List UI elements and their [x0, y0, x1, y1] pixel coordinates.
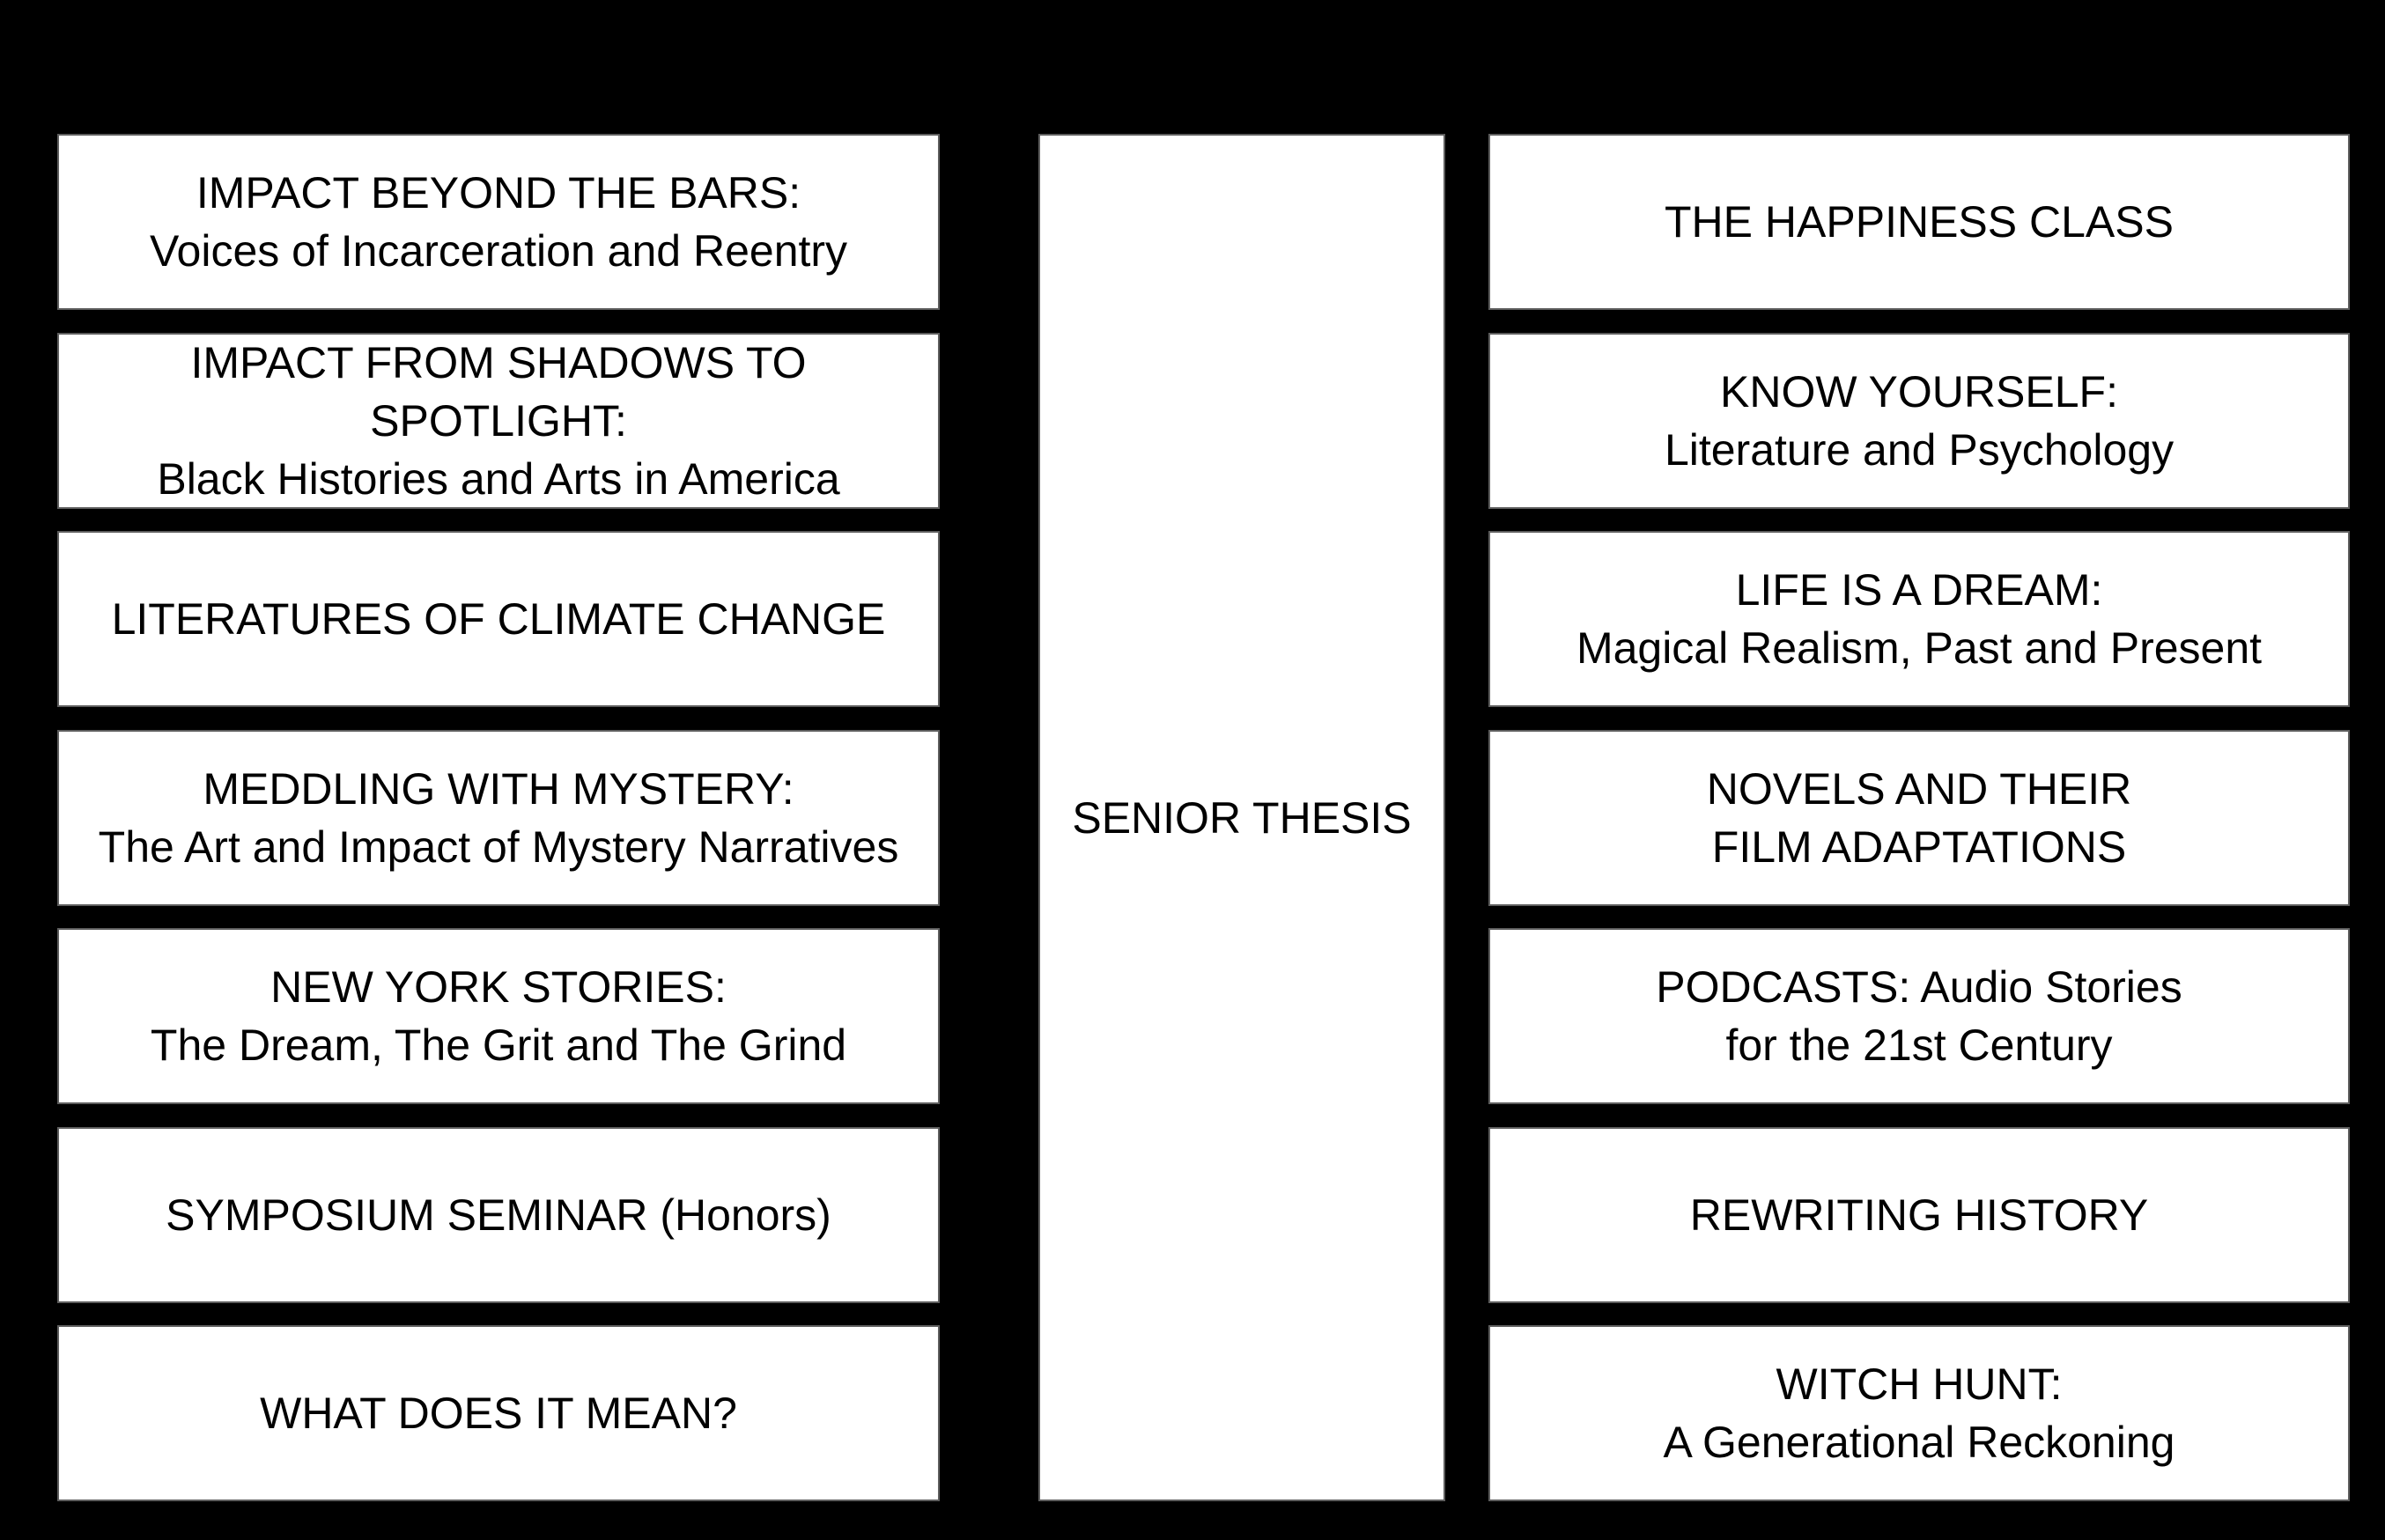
- course-box-what-does-it-mean: WHAT DOES IT MEAN?: [57, 1325, 940, 1501]
- course-subtitle-line: for the 21st Century: [1725, 1021, 2113, 1070]
- column-middle-senior-thesis: SENIOR THESIS: [1038, 134, 1445, 1501]
- course-title-line: SPOTLIGHT:: [370, 395, 627, 446]
- course-box-witch-hunt: WITCH HUNT: A Generational Reckoning: [1488, 1325, 2350, 1501]
- course-title-line: FILM ADAPTATIONS: [1711, 822, 2127, 872]
- course-subtitle-line: A Generational Reckoning: [1663, 1418, 2175, 1467]
- course-subtitle-line: Voices of Incarceration and Reentry: [149, 226, 848, 276]
- course-title-line: PODCASTS: Audio Stories: [1656, 962, 2182, 1012]
- course-title-line: WITCH HUNT:: [1776, 1359, 2063, 1409]
- course-box-novels-and-their-film-adaptations: NOVELS AND THEIR FILM ADAPTATIONS: [1488, 729, 2350, 906]
- course-title-line: SENIOR THESIS: [1072, 792, 1412, 843]
- course-title-line: THE HAPPINESS CLASS: [1665, 197, 2174, 247]
- course-title-line: IMPACT FROM SHADOWS TO: [190, 337, 807, 387]
- course-box-senior-thesis: SENIOR THESIS: [1038, 134, 1445, 1501]
- course-box-impact-from-shadows-to-spotlight: IMPACT FROM SHADOWS TO SPOTLIGHT: Black …: [57, 332, 940, 509]
- course-box-new-york-stories: NEW YORK STORIES: The Dream, The Grit an…: [57, 928, 940, 1104]
- column-left-electives: IMPACT BEYOND THE BARS: Voices of Incarc…: [57, 134, 940, 1501]
- course-subtitle-line: The Art and Impact of Mystery Narratives: [98, 822, 899, 872]
- course-title-line: MEDDLING WITH MYSTERY:: [203, 763, 794, 814]
- course-box-life-is-a-dream: LIFE IS A DREAM: Magical Realism, Past a…: [1488, 531, 2350, 707]
- course-title-line: NEW YORK STORIES:: [270, 962, 727, 1012]
- course-box-impact-beyond-the-bars: IMPACT BEYOND THE BARS: Voices of Incarc…: [57, 134, 940, 310]
- course-title-line: WHAT DOES IT MEAN?: [260, 1389, 737, 1438]
- column-right-electives: THE HAPPINESS CLASS KNOW YOURSELF: Liter…: [1488, 134, 2350, 1501]
- course-box-symposium-seminar-honors: SYMPOSIUM SEMINAR (Honors): [57, 1126, 940, 1303]
- course-subtitle-line: Literature and Psychology: [1664, 424, 2175, 475]
- course-title-line: LITERATURES OF CLIMATE CHANGE: [111, 594, 886, 644]
- course-title-line: KNOW YOURSELF:: [1720, 366, 2118, 416]
- course-title-line: IMPACT BEYOND THE BARS:: [196, 168, 801, 217]
- course-subtitle-line: Magical Realism, Past and Present: [1576, 623, 2263, 673]
- course-box-the-happiness-class: THE HAPPINESS CLASS: [1488, 134, 2350, 310]
- course-box-meddling-with-mystery: MEDDLING WITH MYSTERY: The Art and Impac…: [57, 729, 940, 906]
- course-title-line: LIFE IS A DREAM:: [1735, 565, 2103, 615]
- course-title-line: REWRITING HISTORY: [1689, 1190, 2149, 1240]
- course-subtitle-line: Black Histories and Arts in America: [157, 453, 840, 504]
- course-box-podcasts-audio-stories: PODCASTS: Audio Stories for the 21st Cen…: [1488, 928, 2350, 1104]
- course-box-rewriting-history: REWRITING HISTORY: [1488, 1126, 2350, 1303]
- course-box-literatures-of-climate-change: LITERATURES OF CLIMATE CHANGE: [57, 531, 940, 707]
- course-box-know-yourself: KNOW YOURSELF: Literature and Psychology: [1488, 332, 2350, 509]
- course-subtitle-line: The Dream, The Grit and The Grind: [150, 1021, 847, 1070]
- course-title-line: SYMPOSIUM SEMINAR (Honors): [166, 1190, 831, 1240]
- course-title-line: NOVELS AND THEIR: [1706, 763, 2132, 814]
